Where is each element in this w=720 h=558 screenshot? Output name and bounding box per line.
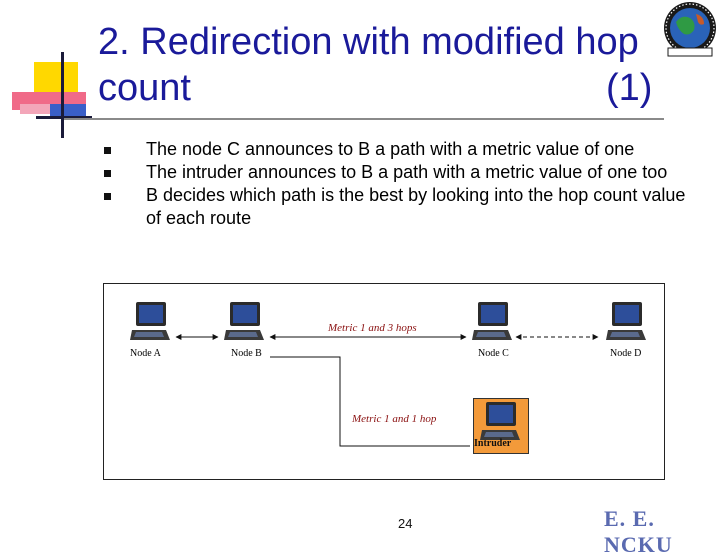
decor-vertical-line <box>61 52 64 138</box>
title-divider <box>64 118 664 120</box>
laptop-icon <box>130 302 170 340</box>
network-diagram <box>103 283 665 480</box>
link-b-intruder <box>270 356 470 447</box>
laptop-icon <box>606 302 646 340</box>
node-c-label: Node C <box>478 348 509 359</box>
title-line-1: 2. Redirection with modified hop <box>98 21 639 63</box>
bullet-text: The intruder announces to B a path with … <box>146 162 668 182</box>
bullet-text: The node C announces to B a path with a … <box>146 139 635 159</box>
node-d-label: Node D <box>610 348 642 359</box>
node-a-label: Node A <box>130 348 161 359</box>
bullet-square-icon <box>104 147 111 154</box>
footer-logo: E. E. NCKU <box>604 506 673 557</box>
decor-blue-square <box>50 104 86 118</box>
globe-emblem-icon <box>664 2 716 57</box>
node-b-label: Node B <box>231 348 262 359</box>
bullet-text: B decides which path is the best by look… <box>146 185 686 228</box>
laptop-icon <box>480 402 520 440</box>
decor-horizontal-line <box>36 116 92 119</box>
diagram-connections <box>175 334 599 447</box>
bullet-item: B decides which path is the best by look… <box>104 184 704 230</box>
bullet-square-icon <box>104 193 111 200</box>
page-number: 24 <box>398 516 413 531</box>
title-line-2-right: (1) <box>606 67 653 109</box>
bullet-item: The node C announces to B a path with a … <box>104 138 704 161</box>
decor-pink-shade <box>20 104 72 114</box>
bullet-square-icon <box>104 170 111 177</box>
intruder-label: Intruder <box>474 438 512 449</box>
laptop-icon <box>472 302 512 340</box>
title-line-2-left: count <box>98 67 191 109</box>
bullet-item: The intruder announces to B a path with … <box>104 161 704 184</box>
slide-title: 2. Redirection with modified hop count (… <box>98 18 663 118</box>
bullet-list: The node C announces to B a path with a … <box>104 138 704 230</box>
metric-mid-label: Metric 1 and 1 hop <box>352 413 437 425</box>
metric-top-label: Metric 1 and 3 hops <box>328 322 417 334</box>
laptop-icon <box>224 302 264 340</box>
